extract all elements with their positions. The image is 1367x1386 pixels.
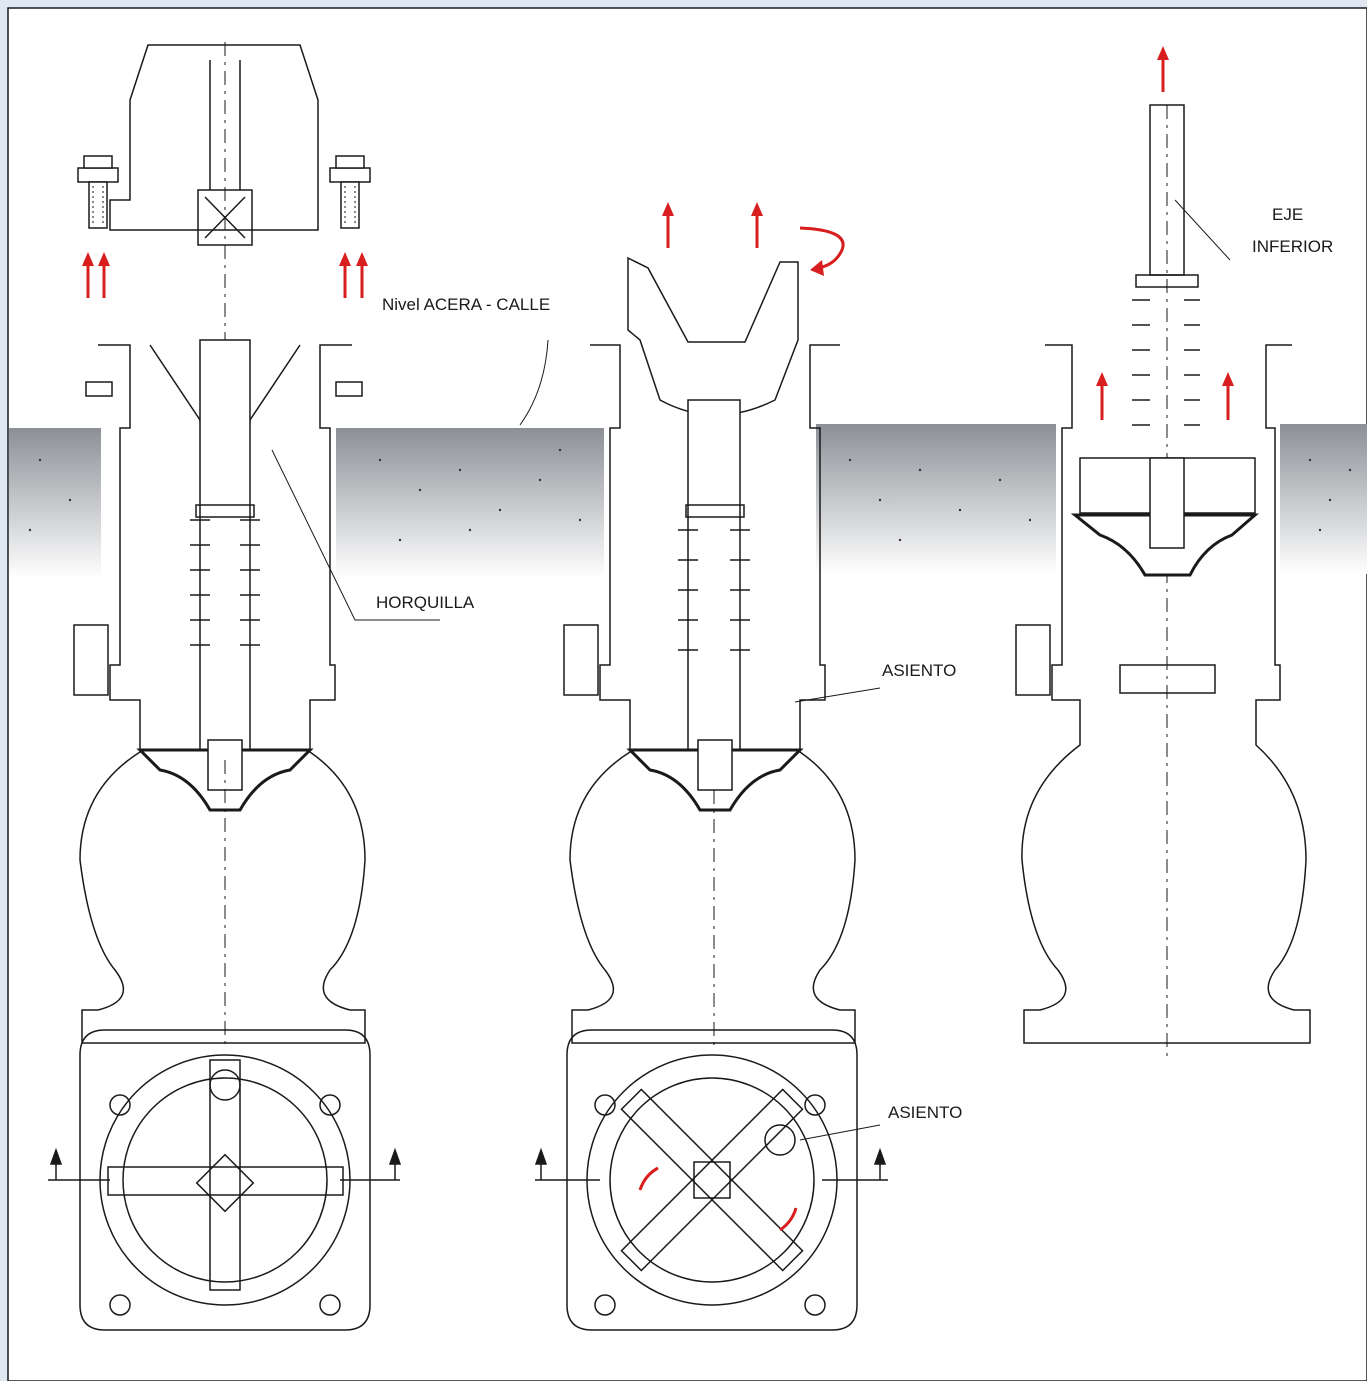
section-markers [49, 1147, 887, 1180]
leader-lines [271, 199, 1231, 1141]
lift-arrow-head-7 [1157, 46, 1169, 60]
lift-arrow-head-9 [1222, 372, 1234, 386]
right-hydrant [1015, 104, 1311, 1060]
lift-arrow-head-1 [82, 252, 94, 266]
rotate-arrow [799, 226, 845, 270]
red-arrows [82, 46, 1234, 1232]
street-level-label: Nivel ACERA - CALLE [382, 295, 550, 314]
middle-hydrant [563, 256, 856, 1045]
eje-label: EJE [1272, 205, 1303, 224]
asiento-plan-label: ASIENTO [888, 1103, 962, 1122]
lift-arrow-head-3 [339, 252, 351, 266]
inferior-label: INFERIOR [1252, 237, 1333, 256]
left-hydrant [73, 42, 366, 1045]
plan-rotate-arrow-2 [779, 1207, 798, 1232]
rotate-arrow-head [810, 260, 824, 276]
plan-view-right [535, 1029, 888, 1331]
lift-arrow-head-6 [751, 202, 763, 216]
asiento-front-label: ASIENTO [882, 661, 956, 680]
lift-arrow-head-5 [662, 202, 674, 216]
lift-arrow-head-4 [356, 252, 368, 266]
horquilla-label: HORQUILLA [376, 593, 475, 612]
plan-rotate-arrow-1 [638, 1166, 659, 1191]
ground-band [9, 424, 1367, 578]
plan-view-left [48, 1029, 400, 1331]
lift-arrow-head-8 [1096, 372, 1108, 386]
labels: Nivel ACERA - CALLE HORQUILLA ASIENTO AS… [376, 205, 1333, 1122]
lift-arrow-head-2 [98, 252, 110, 266]
